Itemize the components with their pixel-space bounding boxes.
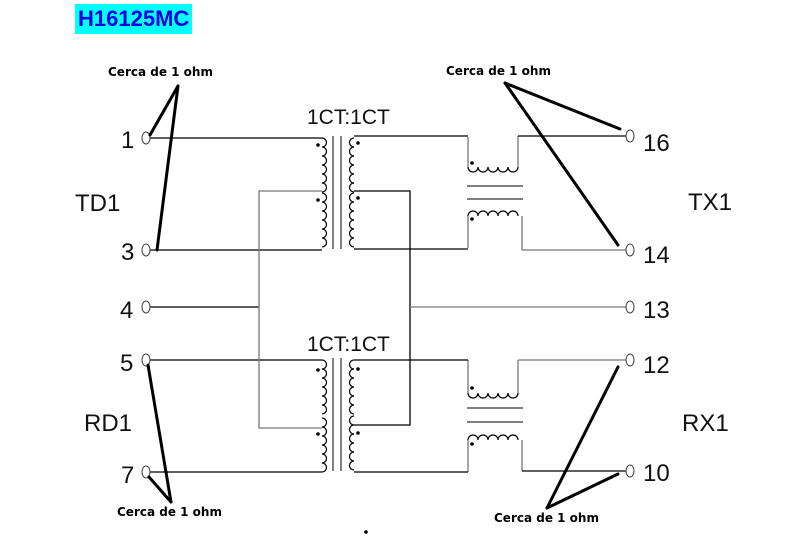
leader-line: [503, 81, 622, 131]
part-number-title: H16125MC: [75, 4, 193, 34]
primary-coil-upper-a: [321, 137, 328, 193]
choke-lower-coil-top: [467, 392, 519, 399]
pin-16-terminal: [625, 129, 635, 143]
leader-line: [147, 475, 173, 504]
wiring: [150, 135, 626, 473]
pin-13-label: 13: [643, 297, 670, 324]
pins-right: 16 14 13 12 10: [625, 129, 670, 487]
leader-line: [155, 84, 180, 252]
annotation-text: Cerca de 1 ohm: [117, 505, 222, 519]
transformer-lower: 1CT:1CT: [307, 333, 390, 473]
polarity-dot: [316, 432, 320, 436]
pin-13-terminal: [625, 300, 635, 314]
secondary-coil-upper-a: [348, 137, 355, 193]
group-label-rd1: RD1: [84, 410, 132, 437]
pin-10-label: 10: [643, 460, 670, 487]
pin-10-terminal: [625, 464, 635, 478]
polarity-dot: [316, 368, 320, 372]
annotation-bottom-left: Cerca de 1 ohm: [117, 363, 222, 519]
group-label-td1: TD1: [75, 190, 120, 217]
primary-coil-upper-b: [321, 192, 328, 248]
choke-upper-coil-bottom: [467, 210, 519, 217]
group-label-rx1: RX1: [682, 410, 729, 437]
pin-12-label: 12: [643, 352, 670, 379]
primary-coil-lower-a: [321, 359, 328, 415]
group-label-tx1: TX1: [688, 189, 732, 216]
leader-line: [146, 363, 173, 504]
leader-line: [148, 84, 180, 137]
pin-7-label: 7: [121, 462, 134, 489]
pin-14-terminal: [625, 243, 635, 257]
pin-1-label: 1: [121, 127, 134, 154]
annotation-text: Cerca de 1 ohm: [108, 65, 213, 79]
polarity-dot: [316, 143, 320, 147]
pin-7-terminal: [141, 465, 151, 479]
pins-left: 1 3 4 5 7: [120, 127, 151, 489]
transformer-upper-ratio: 1CT:1CT: [307, 106, 390, 129]
annotation-bottom-right: Cerca de 1 ohm: [494, 365, 620, 525]
annotation-top-left: Cerca de 1 ohm: [108, 65, 213, 252]
choke-upper: [467, 136, 523, 250]
polarity-dot: [316, 198, 320, 202]
annotation-text: Cerca de 1 ohm: [446, 64, 551, 78]
pin-14-label: 14: [643, 242, 670, 269]
polarity-dot: [470, 217, 474, 221]
pin-16-label: 16: [643, 130, 670, 157]
transformer-lower-ratio: 1CT:1CT: [307, 333, 390, 356]
choke-lower: [467, 360, 523, 472]
centertap-bus-right: [354, 190, 411, 426]
leader-line: [503, 81, 620, 247]
leader-line: [545, 472, 620, 510]
choke-lower-coil-bottom: [467, 434, 519, 441]
secondary-coil-upper-b: [348, 192, 355, 248]
polarity-dot: [356, 196, 360, 200]
polarity-dot: [470, 386, 474, 390]
stray-dot: [364, 530, 368, 534]
pin-4-label: 4: [120, 297, 133, 324]
annotation-top-right: Cerca de 1 ohm: [446, 64, 622, 247]
pin-12-terminal: [625, 353, 635, 367]
pin-5-label: 5: [120, 350, 133, 377]
secondary-coil-lower-b: [348, 415, 355, 471]
pin-5-terminal: [141, 353, 151, 367]
centertap-bus-left: [258, 190, 322, 429]
secondary-coil-lower-a: [348, 359, 355, 415]
pin-1-terminal: [141, 131, 151, 145]
polarity-dot: [356, 431, 360, 435]
polarity-dot: [356, 367, 360, 371]
leader-line: [545, 365, 620, 510]
annotation-text: Cerca de 1 ohm: [494, 511, 599, 525]
pin-4-terminal: [141, 300, 151, 314]
polarity-dot: [470, 161, 474, 165]
choke-upper-coil-top: [467, 166, 519, 173]
polarity-dot: [356, 141, 360, 145]
primary-coil-lower-b: [321, 417, 328, 473]
pin-3-terminal: [141, 243, 151, 257]
transformer-upper: 1CT:1CT: [307, 106, 390, 249]
pin-3-label: 3: [121, 239, 134, 266]
polarity-dot: [470, 442, 474, 446]
